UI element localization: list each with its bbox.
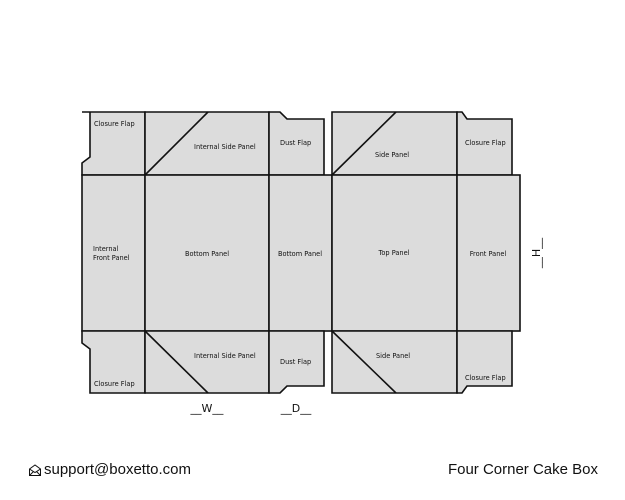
closure-flap-label: Closure Flap <box>94 120 135 128</box>
internal-side-panel-label: Internal Side Panel <box>194 352 256 360</box>
bottom-panel-label: Bottom Panel <box>278 250 322 258</box>
closure-flap-label: Closure Flap <box>465 139 506 147</box>
closure-flap-bottom-right <box>456 330 513 394</box>
internal-front-panel-label: Internal <box>93 245 119 253</box>
closure-flap-label: Closure Flap <box>465 374 506 382</box>
internal-side-panel-label: Internal Side Panel <box>194 143 256 151</box>
internal-side-panel-bottom <box>144 330 270 394</box>
side-panel-label: Side Panel <box>376 352 410 360</box>
top-panel-label: Top Panel <box>377 249 409 257</box>
internal-front-panel <box>81 174 146 332</box>
corner-fold-line <box>144 330 209 394</box>
bottom-panel <box>144 174 270 332</box>
height-dimension-label: __H__ <box>530 237 543 269</box>
width-dimension-label: __W__ <box>190 402 224 415</box>
box-title: Four Corner Cake Box <box>447 461 598 478</box>
depth-dimension-label: __D__ <box>280 402 312 415</box>
corner-fold-line <box>144 111 209 176</box>
front-panel-label: Front Panel <box>470 250 507 258</box>
front-panel <box>456 174 521 332</box>
closure-flap-label: Closure Flap <box>94 380 135 388</box>
dust-flap-label: Dust Flap <box>280 139 311 147</box>
contact-email[interactable]: support@boxetto.com <box>28 461 191 478</box>
envelope-icon <box>28 463 42 477</box>
corner-fold-line <box>331 330 397 394</box>
bottom-panel-label: Bottom Panel <box>185 250 229 258</box>
dust-flap-label: Dust Flap <box>280 358 311 366</box>
side-panel-label: Side Panel <box>375 151 409 159</box>
corner-fold-line <box>331 111 397 176</box>
side-panel-bottom <box>331 330 458 394</box>
side-panel-top <box>331 111 458 176</box>
bottom-panel-depth <box>268 174 333 332</box>
top-panel <box>331 174 458 332</box>
email-text: support@boxetto.com <box>44 461 191 478</box>
internal-front-panel-label: Front Panel <box>93 254 130 262</box>
dust-flap-bottom <box>268 330 325 394</box>
